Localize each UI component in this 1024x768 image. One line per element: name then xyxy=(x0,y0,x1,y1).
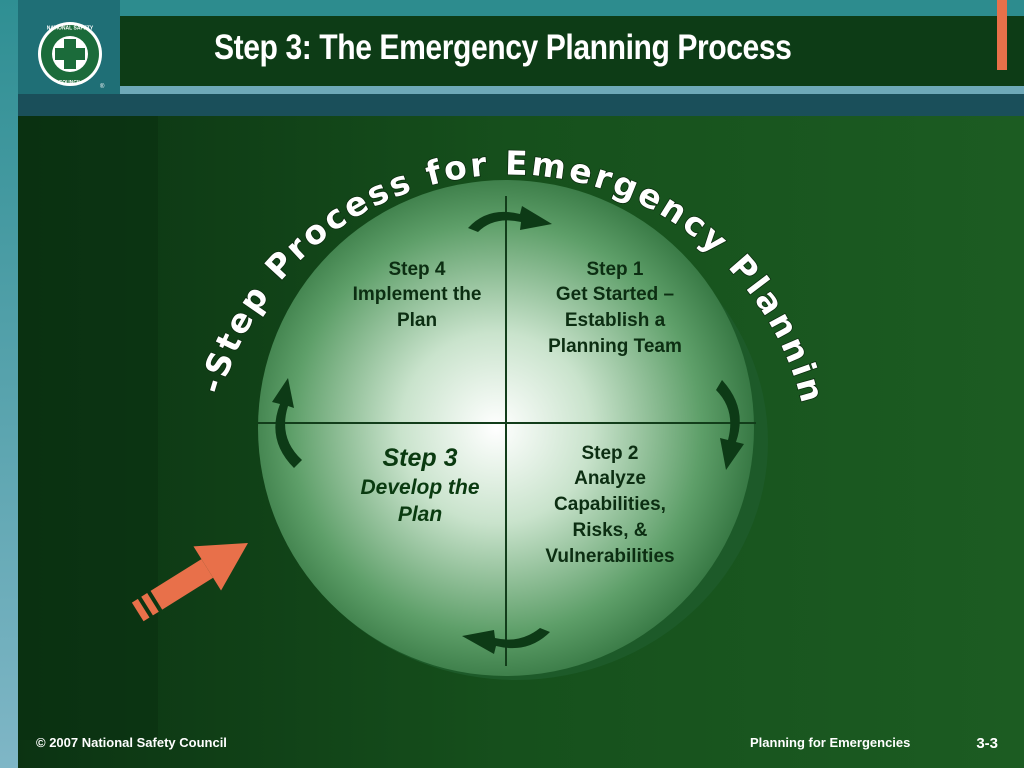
footer-course-title: Planning for Emergencies xyxy=(750,735,911,750)
pointer-arrow-icon xyxy=(131,543,248,622)
page-number: 3-3 xyxy=(976,735,998,752)
step-1-line-3: Planning Team xyxy=(548,336,682,357)
national-safety-council-logo: NATIONAL SAFETY COUNCIL ® xyxy=(38,22,105,90)
quadrant-step-2: Step 2 Analyze Capabilities, Risks, & Vu… xyxy=(520,442,700,570)
step-1-heading: Step 1 xyxy=(586,259,644,280)
step-3-heading: Step 3 xyxy=(382,444,458,472)
cycle-arrow-left-icon xyxy=(272,378,302,468)
step-4-line-1: Implement the xyxy=(352,284,482,305)
quadrant-step-3: Step 3 Develop the Plan xyxy=(336,442,504,528)
step-4-line-2: Plan xyxy=(396,310,438,331)
logo-text-top: NATIONAL SAFETY xyxy=(47,26,94,32)
step-3-line-2: Plan xyxy=(397,503,443,526)
cycle-arrow-top-icon xyxy=(468,206,552,232)
step-1-line-2: Establish a xyxy=(564,310,666,331)
step-2-heading: Step 2 xyxy=(581,443,639,464)
slide-title: Step 3: The Emergency Planning Process xyxy=(214,28,792,67)
step-2-line-1: Analyze xyxy=(574,468,646,489)
step-2-line-3: Risks, & xyxy=(572,520,648,541)
logo-registered-mark: ® xyxy=(100,83,105,90)
step-2-line-4: Vulnerabilities xyxy=(545,546,675,567)
footer-copyright: © 2007 National Safety Council xyxy=(36,735,227,750)
quadrant-step-4: Step 4 Implement the Plan xyxy=(336,258,498,334)
cycle-arrow-bottom-icon xyxy=(462,628,550,654)
step-3-line-1: Develop the xyxy=(360,476,480,499)
step-2-line-2: Capabilities, xyxy=(554,494,666,515)
logo-text-bottom: COUNCIL xyxy=(59,80,82,86)
step-4-heading: Step 4 xyxy=(388,259,446,280)
cycle-arrow-right-icon xyxy=(716,380,744,470)
quadrant-step-1: Step 1 Get Started – Establish a Plannin… xyxy=(526,258,704,360)
step-1-line-1: Get Started – xyxy=(555,284,675,305)
